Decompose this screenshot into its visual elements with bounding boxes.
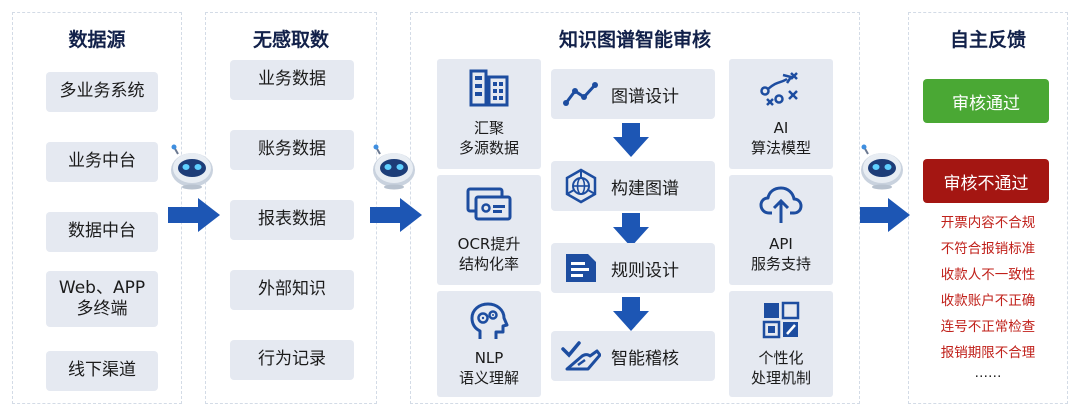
card-line: 处理机制 xyxy=(750,368,811,387)
building-data-icon xyxy=(469,69,509,107)
line-chart-icon xyxy=(563,82,598,106)
collect-title: 无感取数 xyxy=(252,29,329,51)
fail-reason: 收款人不一致性 xyxy=(940,267,1036,283)
collect-item: 账务数据 xyxy=(230,130,354,170)
card-line: 服务支持 xyxy=(750,254,811,273)
step-label: 图谱设计 xyxy=(611,86,679,107)
fail-reason: 报销期限不合理 xyxy=(940,345,1036,361)
flow-arrow-icon xyxy=(860,198,910,232)
brain-gear-icon xyxy=(470,302,509,339)
card-line: 汇聚 xyxy=(473,119,504,137)
card-line: 语义理解 xyxy=(458,368,519,387)
audit-pass-badge: 审核通过 xyxy=(923,79,1049,123)
collect-panel: 无感取数 业务数据 账务数据 报表数据 外部知识 行为记录 xyxy=(205,12,377,404)
source-item: 线下渠道 xyxy=(46,351,158,391)
card-line: 结构化率 xyxy=(458,254,519,273)
collect-item: 业务数据 xyxy=(230,60,354,100)
card-line: 多源数据 xyxy=(458,138,519,157)
data-source-title: 数据源 xyxy=(68,29,126,51)
card-line: 个性化 xyxy=(758,349,804,367)
card-line: 算法模型 xyxy=(750,138,811,157)
audit-panel: 知识图谱智能审核 汇聚 多源数据 xyxy=(410,12,860,404)
flow-arrow-icon xyxy=(370,198,422,232)
collect-item: 行为记录 xyxy=(230,340,354,380)
step-graph-design: 图谱设计 xyxy=(551,69,715,119)
collect-item: 外部知识 xyxy=(230,270,354,310)
feedback-panel: 自主反馈 审核通过 审核不通过 开票内容不合规 不符合报销标准 收款人不一致性 … xyxy=(908,12,1068,404)
robot-icon xyxy=(861,144,903,190)
check-hand-icon xyxy=(561,341,601,371)
left-card-ocr: OCR提升 结构化率 xyxy=(437,175,541,285)
down-arrow-icon xyxy=(613,213,649,247)
network-globe-icon xyxy=(565,168,597,204)
robot-icon xyxy=(373,144,415,190)
fail-reason: 连号不正常检查 xyxy=(940,319,1036,335)
fail-reason: 不符合报销标准 xyxy=(940,241,1036,257)
robot-icon xyxy=(171,144,213,190)
down-arrow-icon xyxy=(613,297,649,331)
audit-fail-badge: 审核不通过 xyxy=(923,159,1049,203)
down-arrow-icon xyxy=(613,123,649,157)
right-card-api: API 服务支持 xyxy=(729,175,833,285)
grid-app-icon xyxy=(762,301,800,339)
card-line: API xyxy=(769,235,793,253)
fail-reason: 收款账户不正确 xyxy=(940,293,1036,309)
step-label: 智能稽核 xyxy=(611,348,679,369)
flow-arrow-icon xyxy=(168,198,220,232)
fail-reason-ellipsis: …… xyxy=(974,365,1002,381)
card-line: NLP xyxy=(474,349,504,367)
step-rule-design: 规则设计 xyxy=(551,243,715,293)
right-card-custom: 个性化 处理机制 xyxy=(729,291,833,397)
source-item: 业务中台 xyxy=(46,142,158,182)
cloud-upload-icon xyxy=(759,186,803,223)
left-card-nlp: NLP 语义理解 xyxy=(437,291,541,397)
step-label: 构建图谱 xyxy=(611,178,679,199)
source-item: 数据中台 xyxy=(46,212,158,252)
left-card-aggregate: 汇聚 多源数据 xyxy=(437,59,541,169)
step-build-graph: 构建图谱 xyxy=(551,161,715,211)
rule-document-icon xyxy=(566,254,596,282)
card-line: OCR提升 xyxy=(457,235,521,253)
collect-item: 报表数据 xyxy=(230,200,354,240)
audit-title: 知识图谱智能审核 xyxy=(558,29,711,51)
step-label: 规则设计 xyxy=(611,260,679,281)
fail-reason: 开票内容不合规 xyxy=(940,215,1036,231)
source-item: 多业务系统 xyxy=(46,72,158,112)
algorithm-strategy-icon xyxy=(760,72,798,106)
right-card-ai: AI 算法模型 xyxy=(729,59,833,169)
step-smart-audit: 智能稽核 xyxy=(551,331,715,381)
feedback-title: 自主反馈 xyxy=(949,29,1026,51)
card-line: AI xyxy=(773,119,789,137)
id-card-icon xyxy=(466,187,512,221)
